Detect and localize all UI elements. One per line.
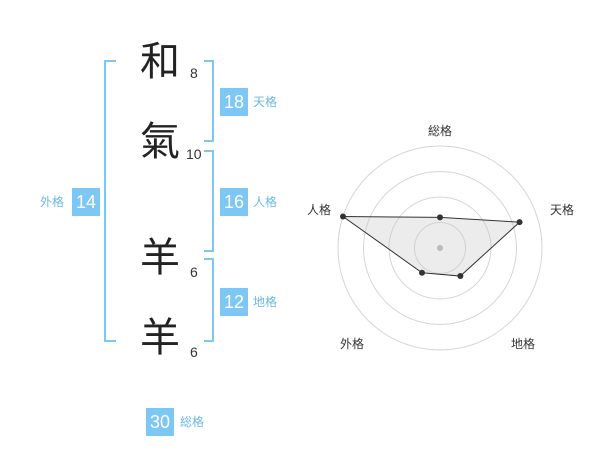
tenkaku-bracket [204,60,214,142]
radar-label-chikaku: 地格 [511,337,536,351]
radar-label-soukaku: 総格 [428,124,453,138]
radar-point [437,214,443,221]
stroke-count-3: 6 [190,264,198,280]
stroke-count-2: 10 [186,146,202,162]
soukaku-label: 総格 [180,415,205,429]
radar-point [419,269,426,276]
stroke-count-1: 8 [190,65,198,81]
jinkaku-bracket [204,150,214,252]
radar-label-gaikaku: 外格 [340,337,365,351]
radar-ring [414,222,466,274]
tenkaku-label: 天格 [253,95,278,109]
chikaku-bracket [204,258,214,342]
radar-point [339,213,346,220]
name-char-3: 羊 [140,235,180,281]
radar-ring [337,145,543,351]
gaikaku-label: 外格 [40,195,65,209]
radar-series [341,215,521,277]
radar-label-tenkaku: 天格 [550,203,575,217]
chikaku-value: 12 [220,288,248,316]
radar-label-jinkaku: 人格 [307,203,332,217]
gaikaku-bracket [104,60,116,342]
soukaku-value: 30 [146,408,174,436]
gaikaku-value: 14 [72,188,100,216]
radar-ring [363,171,517,325]
name-char-1: 和 [140,39,180,85]
jinkaku-value: 16 [220,188,248,216]
stroke-count-4: 6 [190,344,198,360]
name-char-4: 羊 [140,315,180,361]
radar-center [437,245,443,251]
radar-point [516,219,523,226]
tenkaku-value: 18 [220,88,248,116]
name-char-2: 氣 [140,119,180,165]
radar-point [457,273,464,280]
chikaku-label: 地格 [253,295,278,309]
jinkaku-label: 人格 [253,195,278,209]
